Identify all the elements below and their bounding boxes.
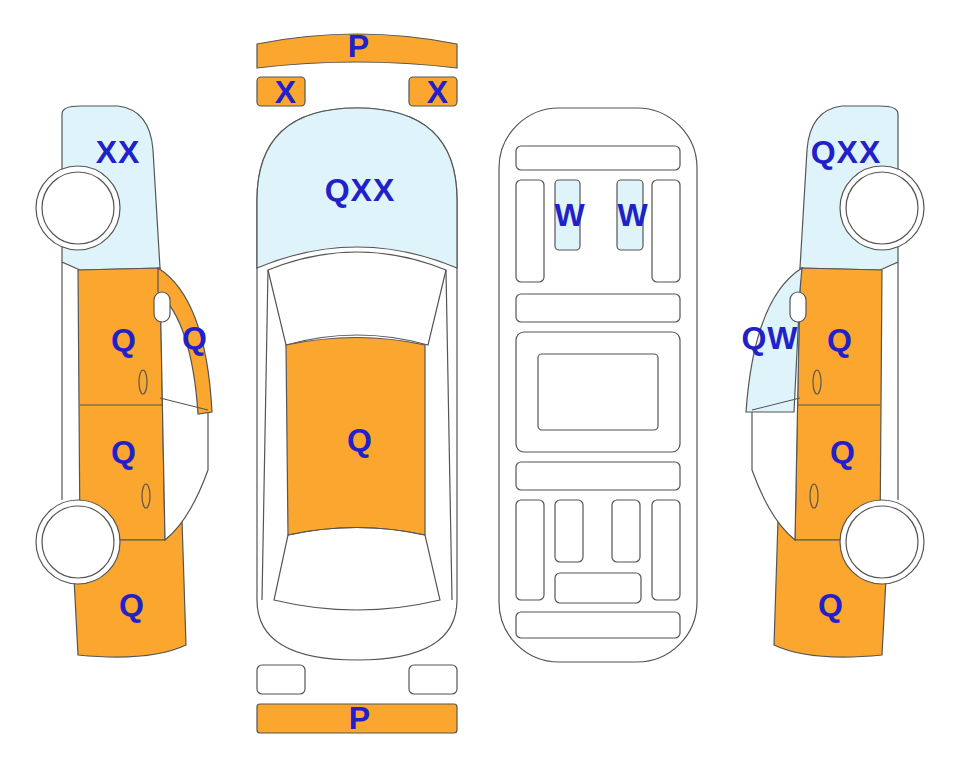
damage-code: X — [427, 74, 449, 110]
underbody-view — [499, 108, 697, 662]
damage-code: Q — [830, 434, 856, 470]
damage-code: Q — [827, 322, 853, 358]
damage-code: Q — [818, 587, 844, 623]
lamp-panel: X — [423, 72, 453, 112]
damage-code: P — [348, 28, 370, 64]
damage-code: QXX — [325, 172, 396, 208]
fender-panel: QXX — [807, 132, 886, 172]
quarter-panel: Q — [814, 585, 848, 625]
damage-code: QW — [741, 320, 798, 356]
damage-code: W — [554, 197, 585, 233]
quarter-panel: Q — [115, 585, 149, 625]
roof-panel: Q — [343, 420, 377, 460]
pillar-panel: QW — [737, 318, 802, 358]
damage-code: XX — [96, 134, 141, 170]
hood-panel: QXX — [321, 170, 400, 210]
damage-code: W — [617, 197, 648, 233]
bumper-panel: P — [345, 698, 375, 738]
damage-code: Q — [119, 587, 145, 623]
damage-code: QXX — [811, 134, 882, 170]
damage-code: P — [349, 700, 371, 736]
pillar-panel: Q — [178, 318, 212, 358]
door-panel: Q — [107, 320, 141, 360]
door-panel: Q — [823, 320, 857, 360]
damage-code: Q — [111, 322, 137, 358]
damage-code: Q — [111, 434, 137, 470]
door-panel: Q — [107, 432, 141, 472]
top-view — [257, 34, 457, 733]
right-side-view — [746, 106, 924, 657]
door-panel: Q — [826, 432, 860, 472]
damage-code: Q — [182, 320, 208, 356]
bumper-panel: P — [344, 26, 374, 66]
underbody-panel: W — [550, 195, 589, 235]
lamp-panel: X — [271, 72, 301, 112]
damage-code: X — [275, 74, 297, 110]
fender-panel: XX — [92, 132, 145, 172]
underbody-panel: W — [613, 195, 652, 235]
left-side-view — [36, 106, 212, 657]
damage-code: Q — [347, 422, 373, 458]
